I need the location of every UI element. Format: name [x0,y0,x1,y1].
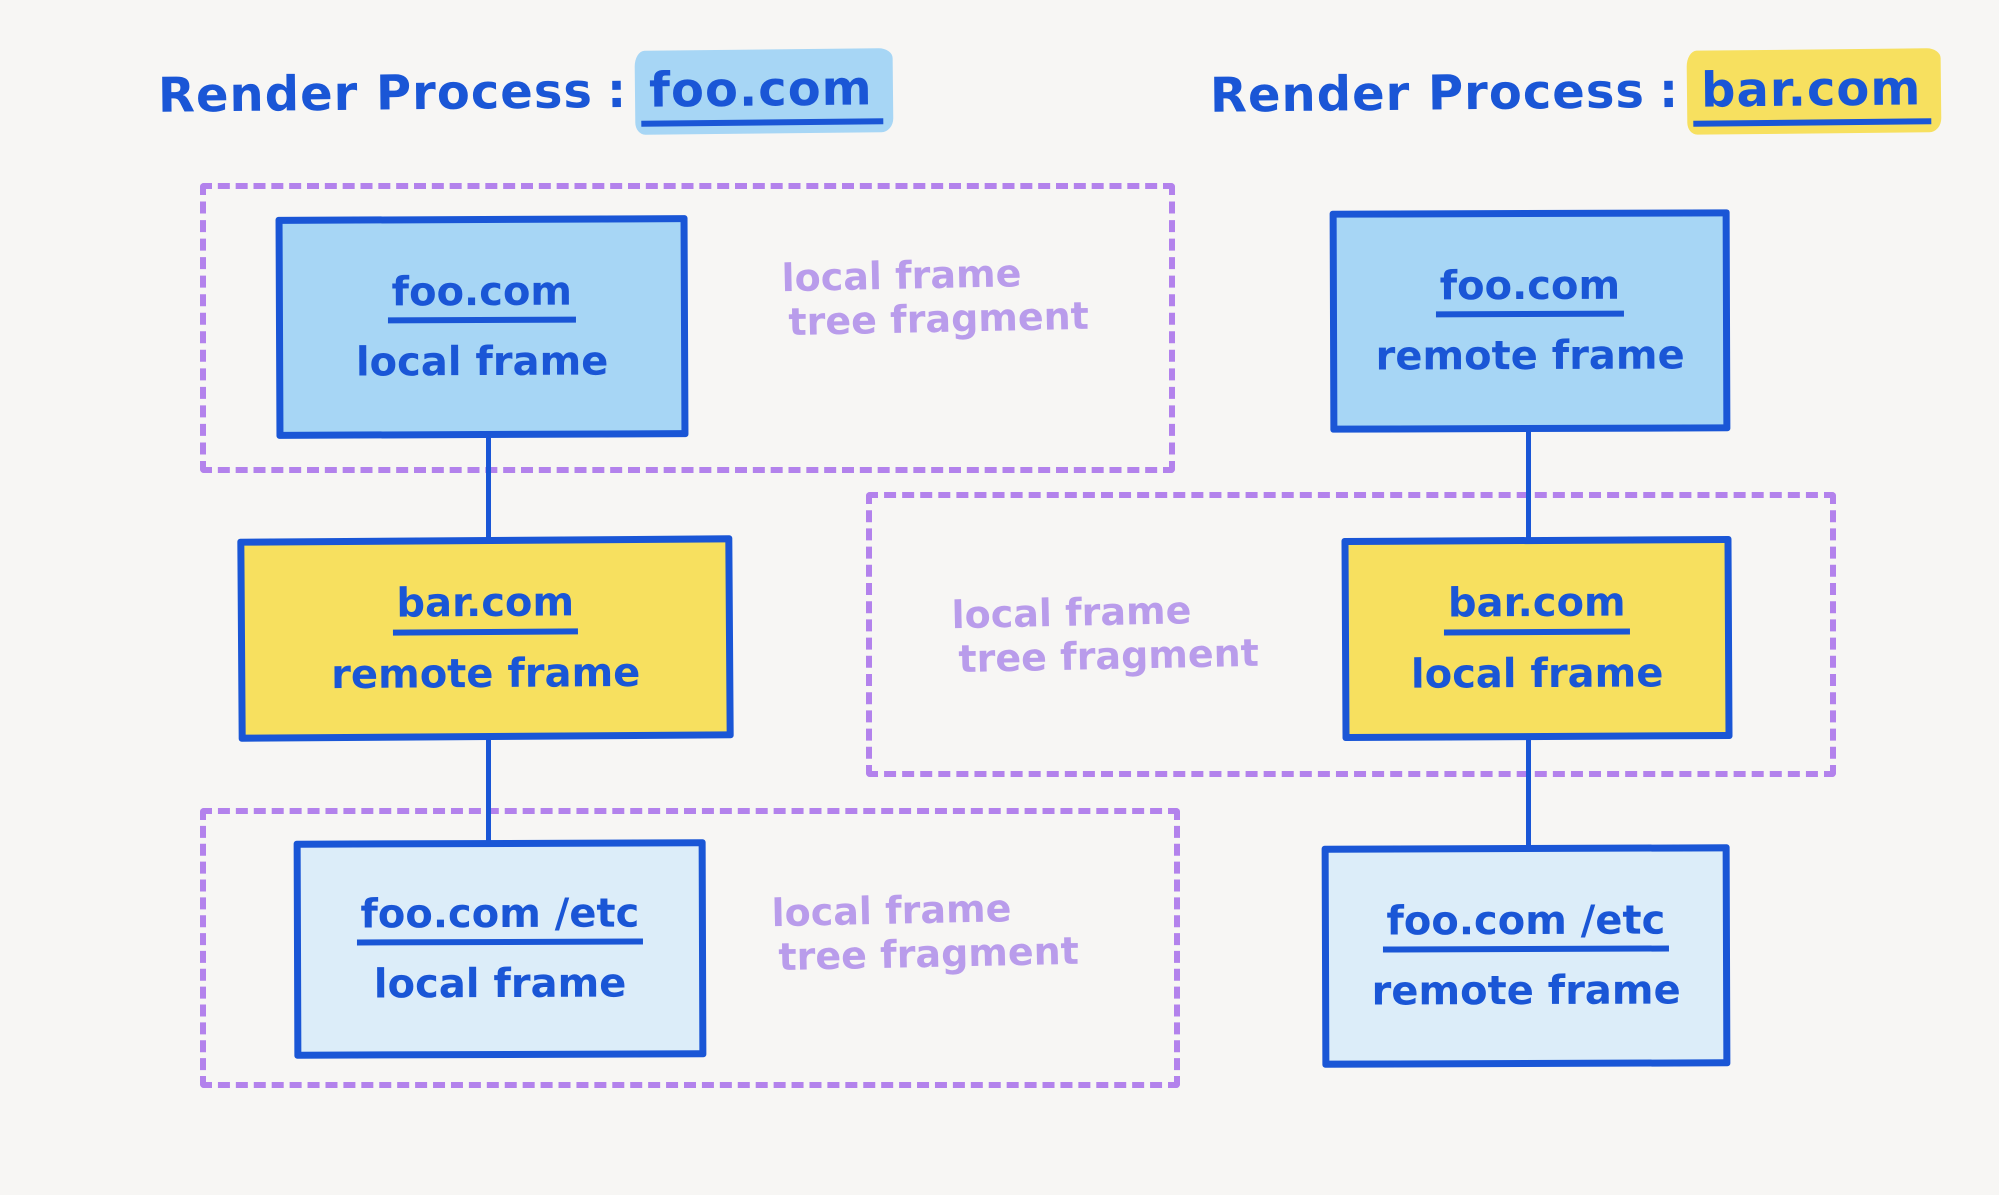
right-node-bar-com-url: bar.com [1443,580,1630,635]
right-node-foo-com-etc[interactable]: foo.com /etc remote frame [1321,844,1731,1068]
left-fragment-label-2-line1: local frame [771,886,1012,936]
left-fragment-region-2 [200,808,1180,1088]
right-node-bar-com[interactable]: bar.com local frame [1341,535,1733,742]
left-fragment-label-2: local frame tree fragment [771,885,1079,980]
render-process-bar-label: Render Process [1209,63,1646,124]
render-process-foo-label: Render Process [157,63,594,124]
left-fragment-label-2-line2: tree fragment [778,928,1080,980]
left-fragment-label-1-line2: tree fragment [788,293,1090,345]
left-node-foo-com-etc-kind: local frame [373,960,627,1008]
left-node-bar-com-url: bar.com [392,579,579,636]
left-fragment-label-1: local frame tree fragment [781,250,1089,345]
right-node-foo-com-url: foo.com [1435,262,1625,318]
right-fragment-label-1-line1: local frame [951,588,1192,638]
right-node-foo-com-kind: remote frame [1375,332,1685,380]
foo-com-highlight: foo.com [640,58,884,127]
bar-com-highlight: bar.com [1692,58,1932,127]
right-node-foo-com[interactable]: foo.com remote frame [1329,209,1731,433]
foo-com-highlight-text: foo.com [648,60,873,119]
bar-com-highlight-text: bar.com [1700,60,1922,119]
right-connector-bar-to-foo-etc [1526,738,1531,848]
left-node-foo-com[interactable]: foo.com local frame [275,215,689,439]
right-node-foo-com-etc-url: foo.com /etc [1382,897,1670,953]
render-process-bar-colon: : [1658,62,1680,120]
right-node-bar-com-kind: local frame [1410,649,1664,698]
left-connector-foo-to-bar [486,437,491,540]
right-fragment-label-1: local frame tree fragment [951,587,1259,682]
right-fragment-region-1 [866,492,1836,777]
render-process-foo-title: Render Process : foo.com [157,58,884,132]
right-node-foo-com-etc-kind: remote frame [1371,967,1681,1015]
left-connector-bar-to-foo-etc [486,738,491,843]
right-fragment-label-1-line2: tree fragment [958,630,1260,682]
left-fragment-label-1-line1: local frame [781,251,1022,301]
render-process-bar-title: Render Process : bar.com [1210,58,1932,132]
left-fragment-region-1 [200,183,1175,473]
left-node-foo-com-etc-url: foo.com /etc [356,890,644,946]
left-node-foo-com-etc[interactable]: foo.com /etc local frame [293,839,707,1059]
render-process-foo-colon: : [606,62,628,120]
left-node-bar-com[interactable]: bar.com remote frame [237,535,734,742]
right-connector-foo-to-bar [1526,430,1531,542]
left-node-foo-com-kind: local frame [355,338,609,386]
left-node-foo-com-url: foo.com [387,268,577,324]
left-node-bar-com-kind: remote frame [331,649,641,698]
